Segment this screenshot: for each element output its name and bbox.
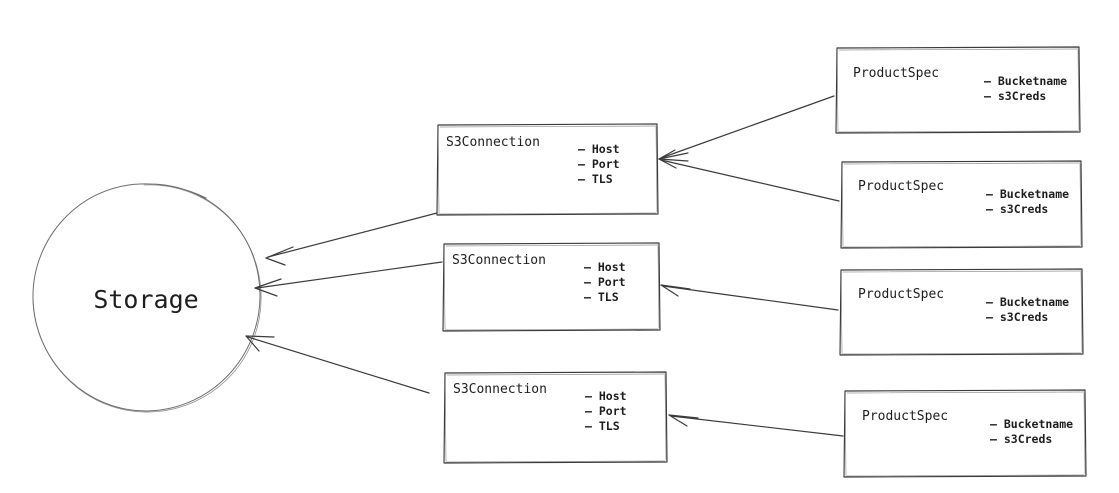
spec-1-border bbox=[835, 46, 1081, 134]
spec-4-title: ProductSpec bbox=[862, 409, 948, 424]
spec-1-attr-1: – s3Creds bbox=[984, 89, 1046, 103]
connection-node-1[interactable]: S3Connection – Host – Port – TLS bbox=[436, 123, 659, 216]
spec-3-title: ProductSpec bbox=[858, 287, 944, 302]
edge-7-line bbox=[670, 415, 844, 437]
connection-1-border bbox=[436, 123, 659, 216]
edge-2-head-b bbox=[254, 287, 278, 297]
spec-node-2[interactable]: ProductSpec – Bucketname – s3Creds bbox=[840, 160, 1083, 249]
spec-1-attr-0: – Bucketname bbox=[984, 74, 1067, 88]
connection-3-border bbox=[443, 371, 668, 464]
edge-connection1-to-storage bbox=[265, 212, 438, 266]
edge-5-line bbox=[660, 159, 840, 202]
spec-2-border-2 bbox=[841, 162, 1082, 248]
edge-1-head-b bbox=[265, 257, 286, 266]
edge-2-head-a bbox=[254, 278, 282, 289]
storage-node[interactable]: Storage bbox=[32, 183, 262, 413]
spec-3-border bbox=[839, 268, 1084, 356]
connection-2-border bbox=[442, 242, 661, 332]
connection-1-attr-0: – Host bbox=[578, 142, 620, 156]
spec-3-border-2 bbox=[840, 270, 1083, 355]
edge-4-line bbox=[660, 95, 835, 159]
connection-1-attr-2: – TLS bbox=[578, 172, 613, 186]
storage-label: Storage bbox=[93, 285, 198, 314]
spec-2-border bbox=[840, 160, 1083, 249]
edge-spec3-to-connection2 bbox=[660, 284, 839, 311]
edge-7-head-a bbox=[668, 414, 699, 419]
edge-spec2-to-connection1 bbox=[658, 149, 840, 202]
connection-3-attr-1: – Port bbox=[585, 404, 627, 418]
spec-node-3[interactable]: ProductSpec – Bucketname – s3Creds bbox=[839, 268, 1084, 356]
edge-2-line bbox=[256, 261, 443, 289]
edge-4-head-a bbox=[658, 152, 689, 160]
spec-node-4[interactable]: ProductSpec – Bucketname – s3Creds bbox=[843, 389, 1087, 478]
connection-3-border-2 bbox=[444, 373, 667, 463]
edge-3-head-b bbox=[245, 335, 260, 352]
edge-6-head-b bbox=[660, 284, 679, 297]
spec-2-attr-1: – s3Creds bbox=[986, 202, 1048, 216]
connection-1-border-2 bbox=[437, 125, 658, 215]
edge-spec1-to-connection1 bbox=[658, 95, 835, 169]
spec-3-attr-0: – Bucketname bbox=[986, 295, 1069, 309]
spec-2-attr-0: – Bucketname bbox=[986, 187, 1069, 201]
spec-node-1[interactable]: ProductSpec – Bucketname – s3Creds bbox=[835, 46, 1081, 134]
edge-3-line bbox=[247, 336, 430, 394]
connection-3-attr-2: – TLS bbox=[585, 419, 620, 433]
spec-4-attr-0: – Bucketname bbox=[990, 417, 1073, 431]
connection-2-attr-0: – Host bbox=[584, 260, 626, 274]
connection-2-border-2 bbox=[443, 244, 660, 331]
spec-1-title: ProductSpec bbox=[853, 66, 939, 81]
edge-5-head-b bbox=[658, 149, 676, 160]
edge-connection3-to-storage bbox=[245, 335, 430, 394]
spec-1-border-2 bbox=[836, 48, 1080, 133]
connection-node-3[interactable]: S3Connection – Host – Port – TLS bbox=[443, 371, 668, 464]
storage-circle-outline-2 bbox=[32, 184, 262, 413]
edge-6-head-a bbox=[660, 284, 691, 290]
connection-3-title: S3Connection bbox=[453, 382, 547, 397]
edge-3-head-a bbox=[245, 335, 275, 338]
edge-5-head-a bbox=[658, 158, 689, 162]
connection-2-attr-1: – Port bbox=[584, 275, 626, 289]
edge-6-line bbox=[662, 285, 839, 311]
connection-1-title: S3Connection bbox=[446, 135, 540, 150]
connection-2-attr-2: – TLS bbox=[584, 290, 619, 304]
connection-node-2[interactable]: S3Connection – Host – Port – TLS bbox=[442, 242, 661, 332]
storage-circle-outline bbox=[32, 183, 261, 412]
spec-2-title: ProductSpec bbox=[858, 179, 944, 194]
spec-3-attr-1: – s3Creds bbox=[986, 310, 1048, 324]
edge-1-line bbox=[267, 212, 438, 258]
connection-2-title: S3Connection bbox=[452, 253, 546, 268]
edge-spec4-to-connection3 bbox=[668, 414, 844, 437]
spec-4-attr-1: – s3Creds bbox=[990, 432, 1052, 446]
connection-1-attr-1: – Port bbox=[578, 157, 620, 171]
spec-4-border-2 bbox=[844, 391, 1086, 477]
spec-4-border bbox=[843, 389, 1087, 478]
edge-1-head-a bbox=[265, 246, 294, 259]
edge-7-head-b bbox=[668, 414, 688, 427]
connection-3-attr-0: – Host bbox=[585, 389, 627, 403]
edge-connection2-to-storage bbox=[254, 261, 443, 297]
